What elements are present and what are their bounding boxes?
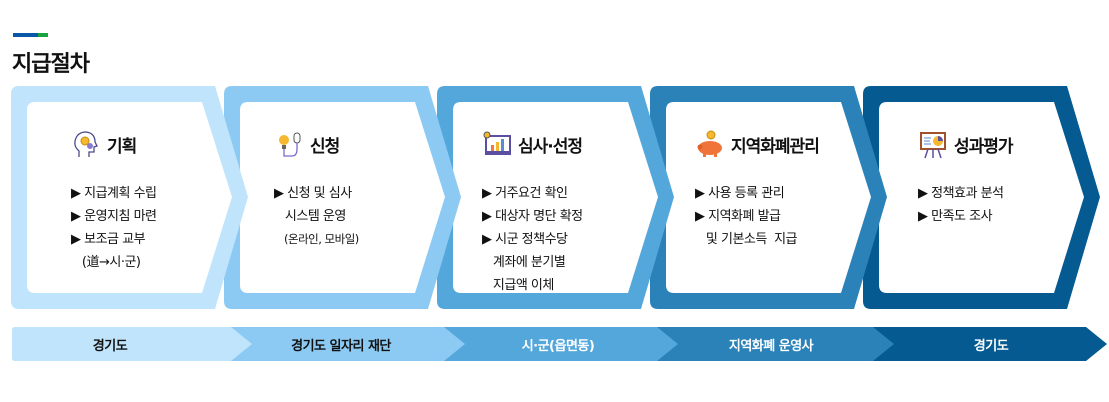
stage-item: 계좌에 분기별: [482, 255, 566, 270]
stage-note: (온라인, 모바일): [284, 232, 359, 246]
agency-label: 경기도: [973, 339, 1009, 354]
agency-label: 지역화폐 운영사: [728, 339, 814, 354]
stage-5: 성과평가 ▶ 정책효과 분석 ▶ 만족도 조사: [918, 126, 1109, 228]
stage-item: ▶ 사용 등록 관리: [695, 186, 785, 201]
stage-item: ▶ 신청 및 심사: [274, 186, 352, 201]
agency-label: 경기도: [92, 339, 128, 354]
stage-item: ▶ 운영지침 마련: [71, 209, 157, 224]
stage-item: (道→시·군): [71, 255, 141, 270]
stage-item: ▶ 지역화폐 발급: [695, 209, 781, 224]
stage-title: 신청: [310, 136, 340, 157]
stage-item: 지급액 이체: [482, 278, 554, 293]
stage-items: ▶ 정책효과 분석 ▶ 만족도 조사: [918, 182, 1109, 228]
agency-bar-segment: [871, 327, 1107, 361]
stage-item: ▶ 거주요건 확인: [482, 186, 568, 201]
agency-label: 시·군(읍면동): [521, 339, 595, 354]
stage-items: ▶ 신청 및 심사 시스템 운영 (온라인, 모바일): [274, 182, 474, 251]
head-gear-icon: [71, 129, 101, 159]
stage-title: 지역화폐관리: [731, 136, 820, 157]
stage-title: 기획: [107, 136, 137, 157]
stage-items: ▶ 사용 등록 관리 ▶ 지역화폐 발급 및 기본소득 지급: [695, 182, 895, 251]
stage-header: 심사·선정: [482, 126, 682, 162]
agency-bar-segment: [442, 327, 678, 361]
stage-header: 지역화폐관리: [695, 126, 895, 162]
stage-3: 심사·선정 ▶ 거주요건 확인 ▶ 대상자 명단 확정 ▶ 시군 정책수당 계좌에 분…: [482, 126, 682, 297]
agency-label: 경기도 일자리 재단: [291, 339, 391, 354]
stage-header: 기획: [71, 126, 271, 162]
stage-items: ▶ 지급계획 수립 ▶ 운영지침 마련 ▶ 보조금 교부 (道→시·군): [71, 182, 271, 274]
agency-bar-segment: [655, 327, 894, 361]
stage-item: 및 기본소득 지급: [695, 232, 798, 247]
stage-item: 시스템 운영: [274, 209, 346, 224]
stage-1: 기획 ▶ 지급계획 수립 ▶ 운영지침 마련 ▶ 보조금 교부 (道→시·군): [71, 126, 271, 274]
stage-panel: [240, 102, 445, 293]
agency-bar-segment: [229, 327, 465, 361]
stage-title: 심사·선정: [518, 136, 583, 157]
page-title: 지급절차: [12, 52, 90, 77]
title-accent-green: [38, 33, 48, 37]
stage-item: ▶ 정책효과 분석: [918, 186, 1004, 201]
stage-title: 성과평가: [954, 136, 1014, 157]
lightbulb-mouse-icon: [274, 129, 304, 159]
title-accent-blue: [13, 33, 38, 37]
stage-header: 신청: [274, 126, 474, 162]
stage-4: 지역화폐관리 ▶ 사용 등록 관리 ▶ 지역화폐 발급 및 기본소득 지급: [695, 126, 895, 251]
presentation-board-icon: [918, 129, 948, 159]
stage-item: ▶ 지급계획 수립: [71, 186, 157, 201]
stage-item: ▶ 만족도 조사: [918, 209, 993, 224]
stage-item: ▶ 보조금 교부: [71, 232, 146, 247]
stage-items: ▶ 거주요건 확인 ▶ 대상자 명단 확정 ▶ 시군 정책수당 계좌에 분기별 지급…: [482, 182, 682, 297]
stage-item: ▶ 대상자 명단 확정: [482, 209, 583, 224]
stage-item: ▶ 시군 정책수당: [482, 232, 568, 247]
agency-bar-segment: [12, 327, 252, 361]
piggy-bank-icon: [695, 129, 725, 159]
chart-monitor-icon: [482, 129, 512, 159]
stage-header: 성과평가: [918, 126, 1109, 162]
stage-2: 신청 ▶ 신청 및 심사 시스템 운영 (온라인, 모바일): [274, 126, 474, 251]
